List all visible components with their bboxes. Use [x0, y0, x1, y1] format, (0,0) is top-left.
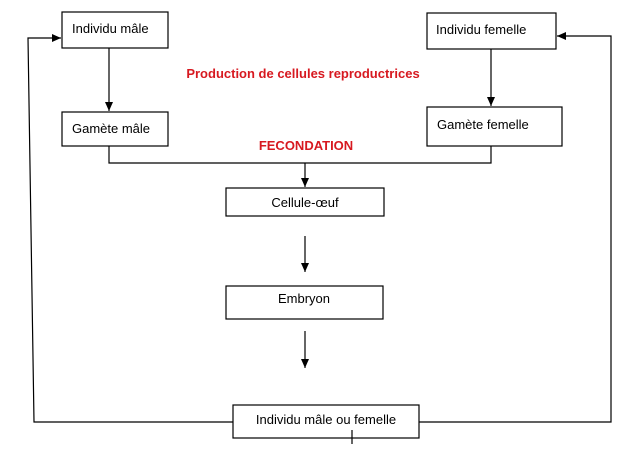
box-individu-femelle-label: Individu femelle: [436, 22, 526, 37]
box-individu-male-ou-femelle: Individu mâle ou femelle: [232, 404, 420, 439]
box-gamete-femelle: Gamète femelle: [426, 106, 563, 147]
fecondation-merge-line: [108, 146, 492, 164]
box-individu-femelle: Individu femelle: [426, 12, 557, 50]
box-embryon-label: Embryon: [278, 291, 330, 306]
box-individu-male-ou-femelle-label: Individu mâle ou femelle: [256, 412, 396, 427]
box-gamete-femelle-label: Gamète femelle: [437, 117, 529, 132]
box-cellule-oeuf: Cellule-œuf: [225, 187, 385, 217]
box-embryon: Embryon: [225, 285, 384, 320]
box-individu-male: Individu mâle: [61, 11, 169, 49]
box-cellule-oeuf-label: Cellule-œuf: [271, 195, 339, 210]
box-gamete-male-label: Gamète mâle: [72, 121, 150, 136]
loop-to-individu-male: [27, 34, 233, 423]
loop-to-individu-femelle: [419, 32, 612, 423]
box-individu-male-label: Individu mâle: [72, 21, 149, 36]
label-production: Production de cellules reproductrices: [186, 66, 419, 81]
label-fecondation: FECONDATION: [259, 138, 353, 153]
box-gamete-male: Gamète mâle: [61, 111, 169, 147]
